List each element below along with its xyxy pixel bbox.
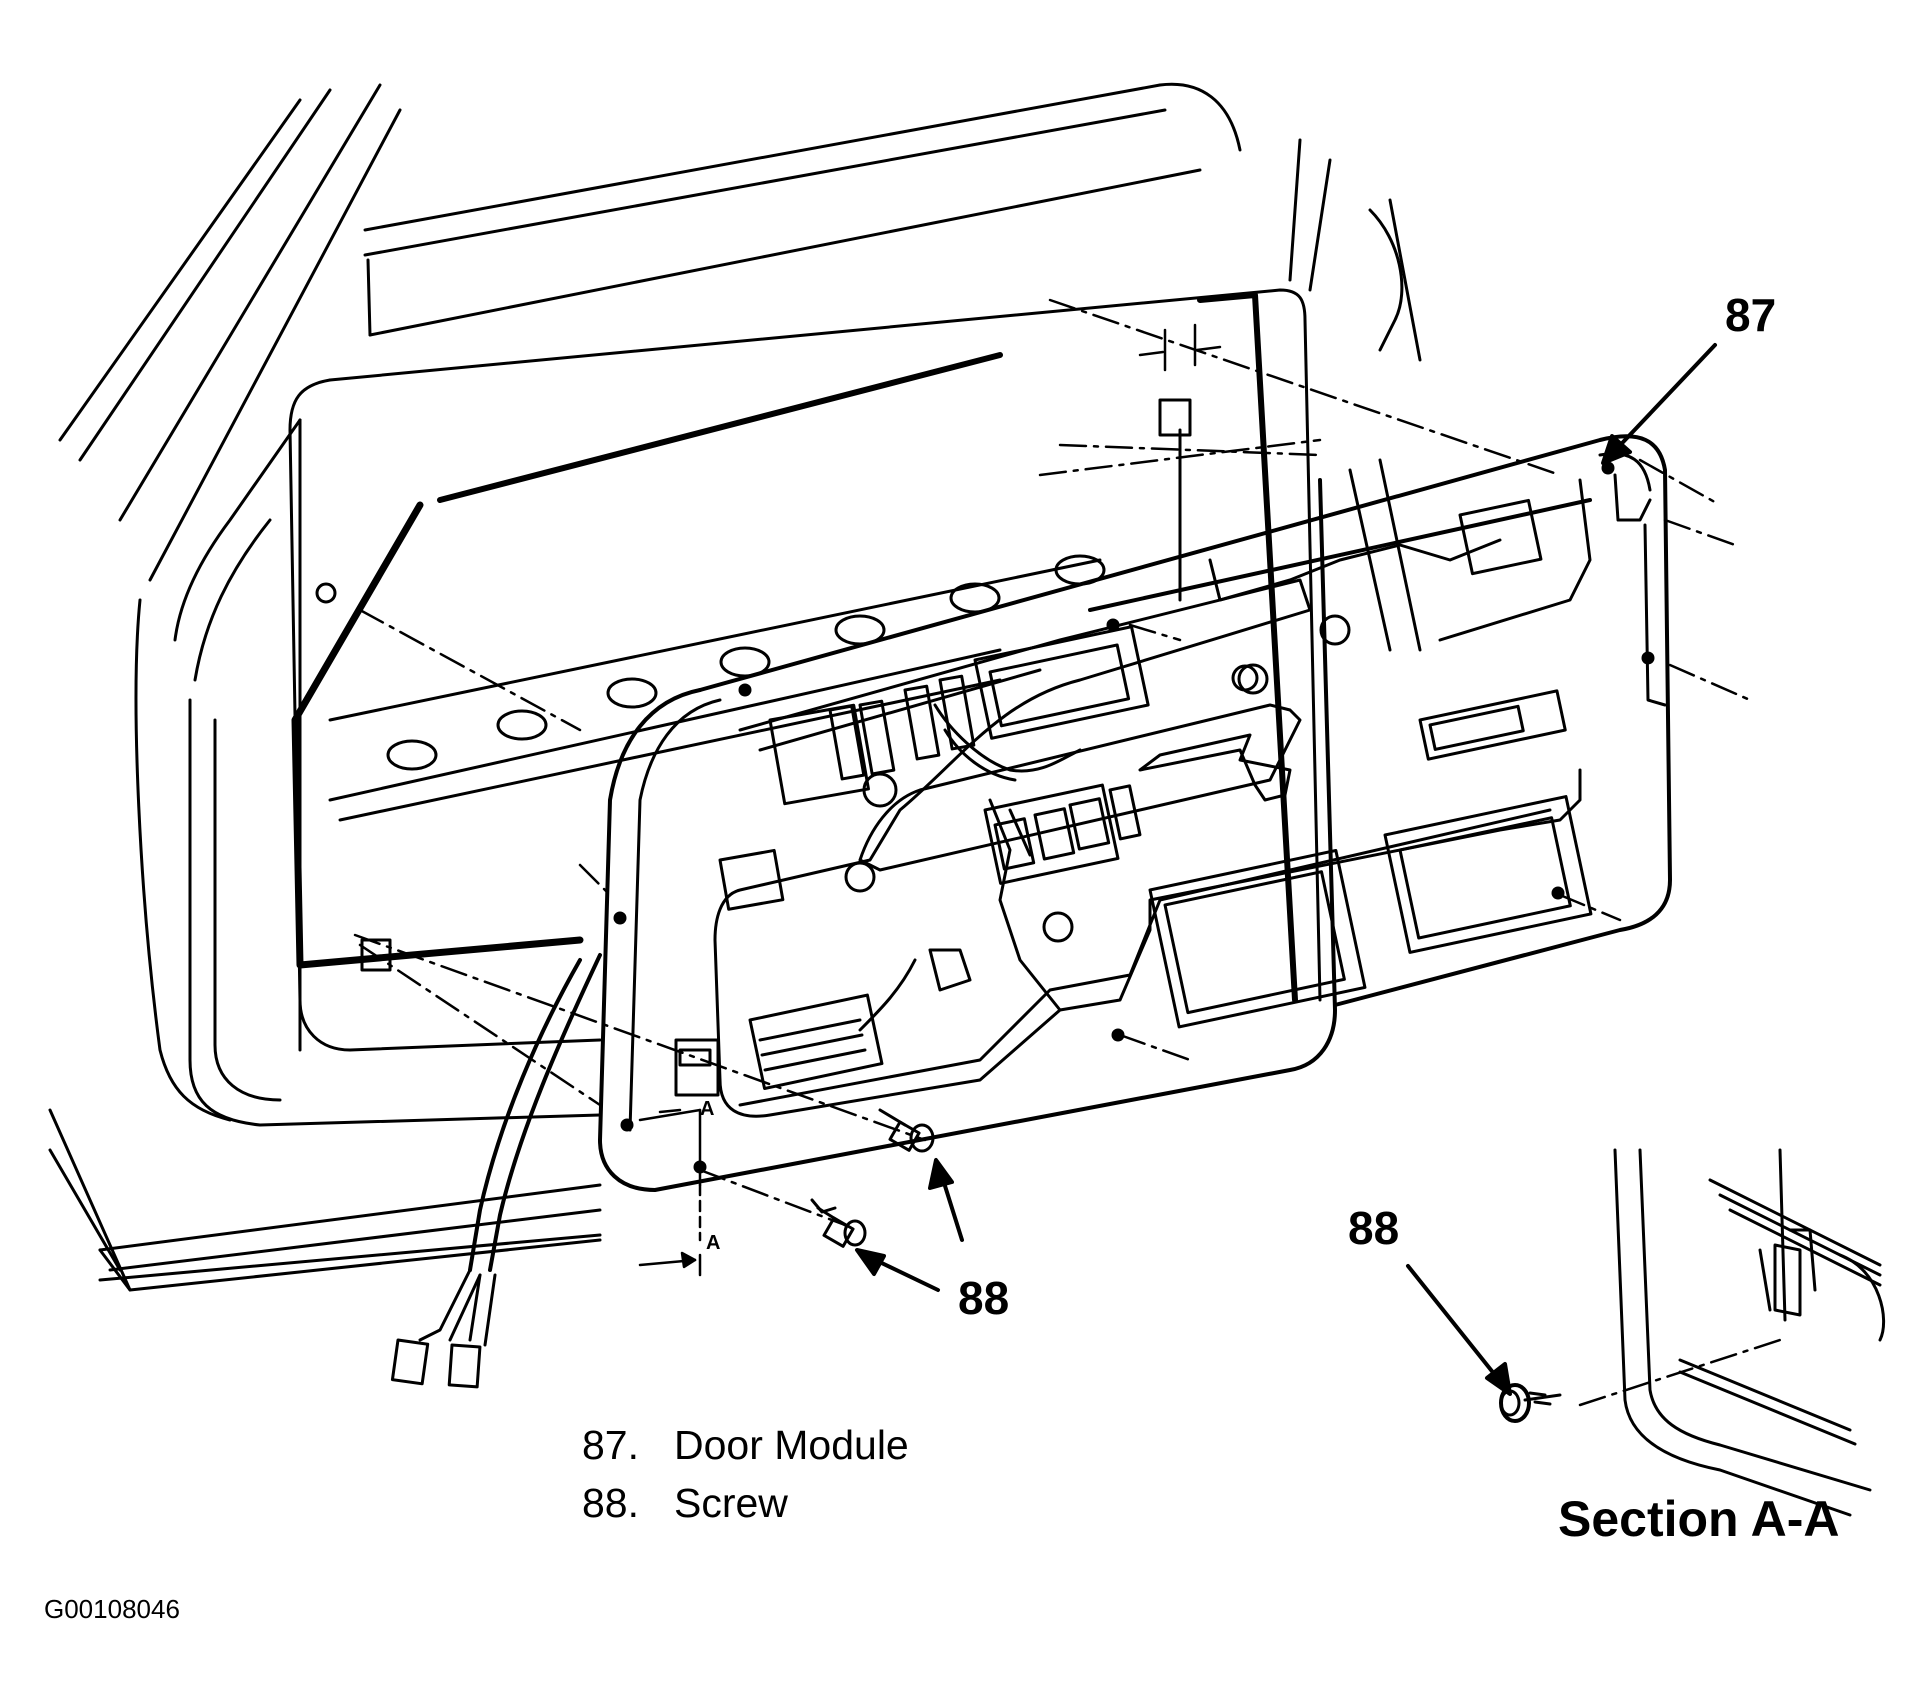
alignment-lines [353,298,1782,1407]
legend-number: 88. [582,1480,639,1526]
door-frame [58,82,1422,682]
door-module [598,398,1672,1192]
screw-lower-left [810,1198,867,1248]
callout-88-screw: 88 [958,1272,1010,1324]
figure-id: G00108046 [44,1594,180,1624]
screw-lower-right [878,1108,935,1153]
section-cut-markers [638,1108,702,1277]
legend-label: Door Module [674,1422,909,1468]
wire-harness [390,703,1082,1389]
section-marker-lower: A [706,1232,721,1254]
legend-number: 87. [582,1422,639,1468]
screw-section-view [1499,1383,1562,1423]
legend-item-door-module: 87. Door Module [582,1425,909,1466]
legend-item-screw: 88. Screw [582,1483,788,1524]
callout-87-door-module: 87 [1725,289,1777,341]
dimension-marks [1138,323,1222,372]
legend-label: Screw [674,1480,788,1526]
leader-arrows [855,343,1717,1396]
section-title: Section A-A [1558,1491,1840,1547]
callout-88-screw-section: 88 [1348,1202,1400,1254]
section-marker-upper: A [700,1098,715,1120]
section-detail [1613,1148,1886,1517]
